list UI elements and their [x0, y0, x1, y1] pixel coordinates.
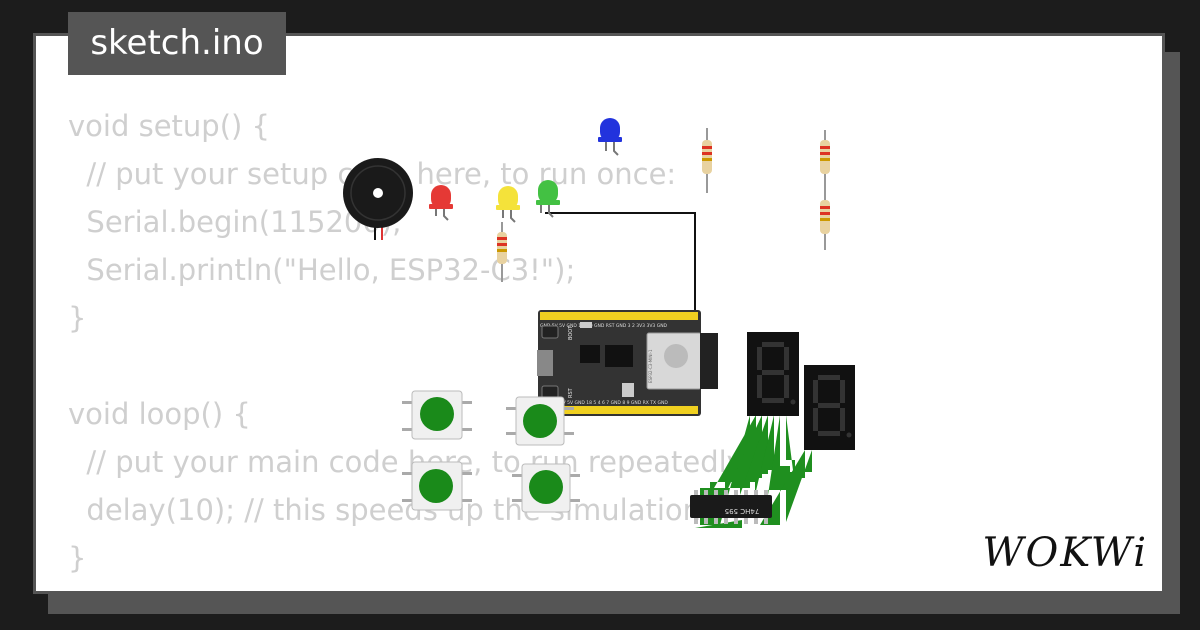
led-yellow[interactable] — [496, 186, 520, 223]
led-green[interactable] — [536, 180, 560, 218]
wire — [786, 450, 812, 522]
resistor[interactable] — [702, 128, 712, 193]
wire-black — [545, 212, 696, 312]
chip-label: 74HC 595 — [725, 507, 760, 515]
file-tab[interactable]: sketch.ino — [68, 12, 286, 75]
rst-label: RST — [568, 387, 574, 398]
led-red[interactable] — [429, 185, 453, 221]
pushbutton[interactable] — [402, 461, 472, 511]
seven-segment-display[interactable] — [804, 365, 855, 450]
seven-segment-display[interactable] — [747, 332, 799, 416]
resistor[interactable] — [497, 222, 507, 282]
module-label: ESP32-C3-MINI-1 — [648, 349, 653, 383]
board-top-pins: GND 5V 5V GND 10 1 0 GND RST GND 3 2 3V3… — [540, 323, 668, 329]
buzzer[interactable] — [343, 158, 413, 240]
pushbutton[interactable] — [506, 396, 574, 446]
shift-register-74hc595[interactable]: 74HC 595 — [690, 490, 772, 524]
code-line: // put your setup code here, to run once… — [86, 157, 677, 191]
code-line: void setup() { — [68, 109, 270, 143]
boot-label: BOOT — [568, 325, 574, 340]
wire — [695, 520, 742, 528]
led-blue[interactable] — [598, 118, 622, 156]
code-line: void loop() { — [68, 397, 251, 431]
esp32-c3-board[interactable]: GND 5V 5V GND 10 1 0 GND RST GND 3 2 3V3… — [537, 310, 718, 416]
resistor[interactable] — [820, 130, 830, 190]
wokwi-logo: WOKWi — [982, 530, 1148, 576]
board-bottom-pins: GND 5V 5V GND 18 5 4 6 7 GND 8 9 GND RX … — [548, 400, 668, 406]
pushbutton[interactable] — [512, 463, 580, 513]
code-line: Serial.println("Hello, ESP32-C3!"); — [68, 253, 576, 287]
wire — [786, 415, 795, 486]
resistor[interactable] — [820, 190, 830, 250]
wire — [768, 415, 790, 495]
pushbutton[interactable] — [402, 390, 472, 440]
wire — [755, 415, 774, 495]
code-line: } — [68, 541, 87, 575]
wire — [740, 415, 768, 495]
wire — [725, 415, 762, 495]
code-line: } — [68, 301, 87, 335]
